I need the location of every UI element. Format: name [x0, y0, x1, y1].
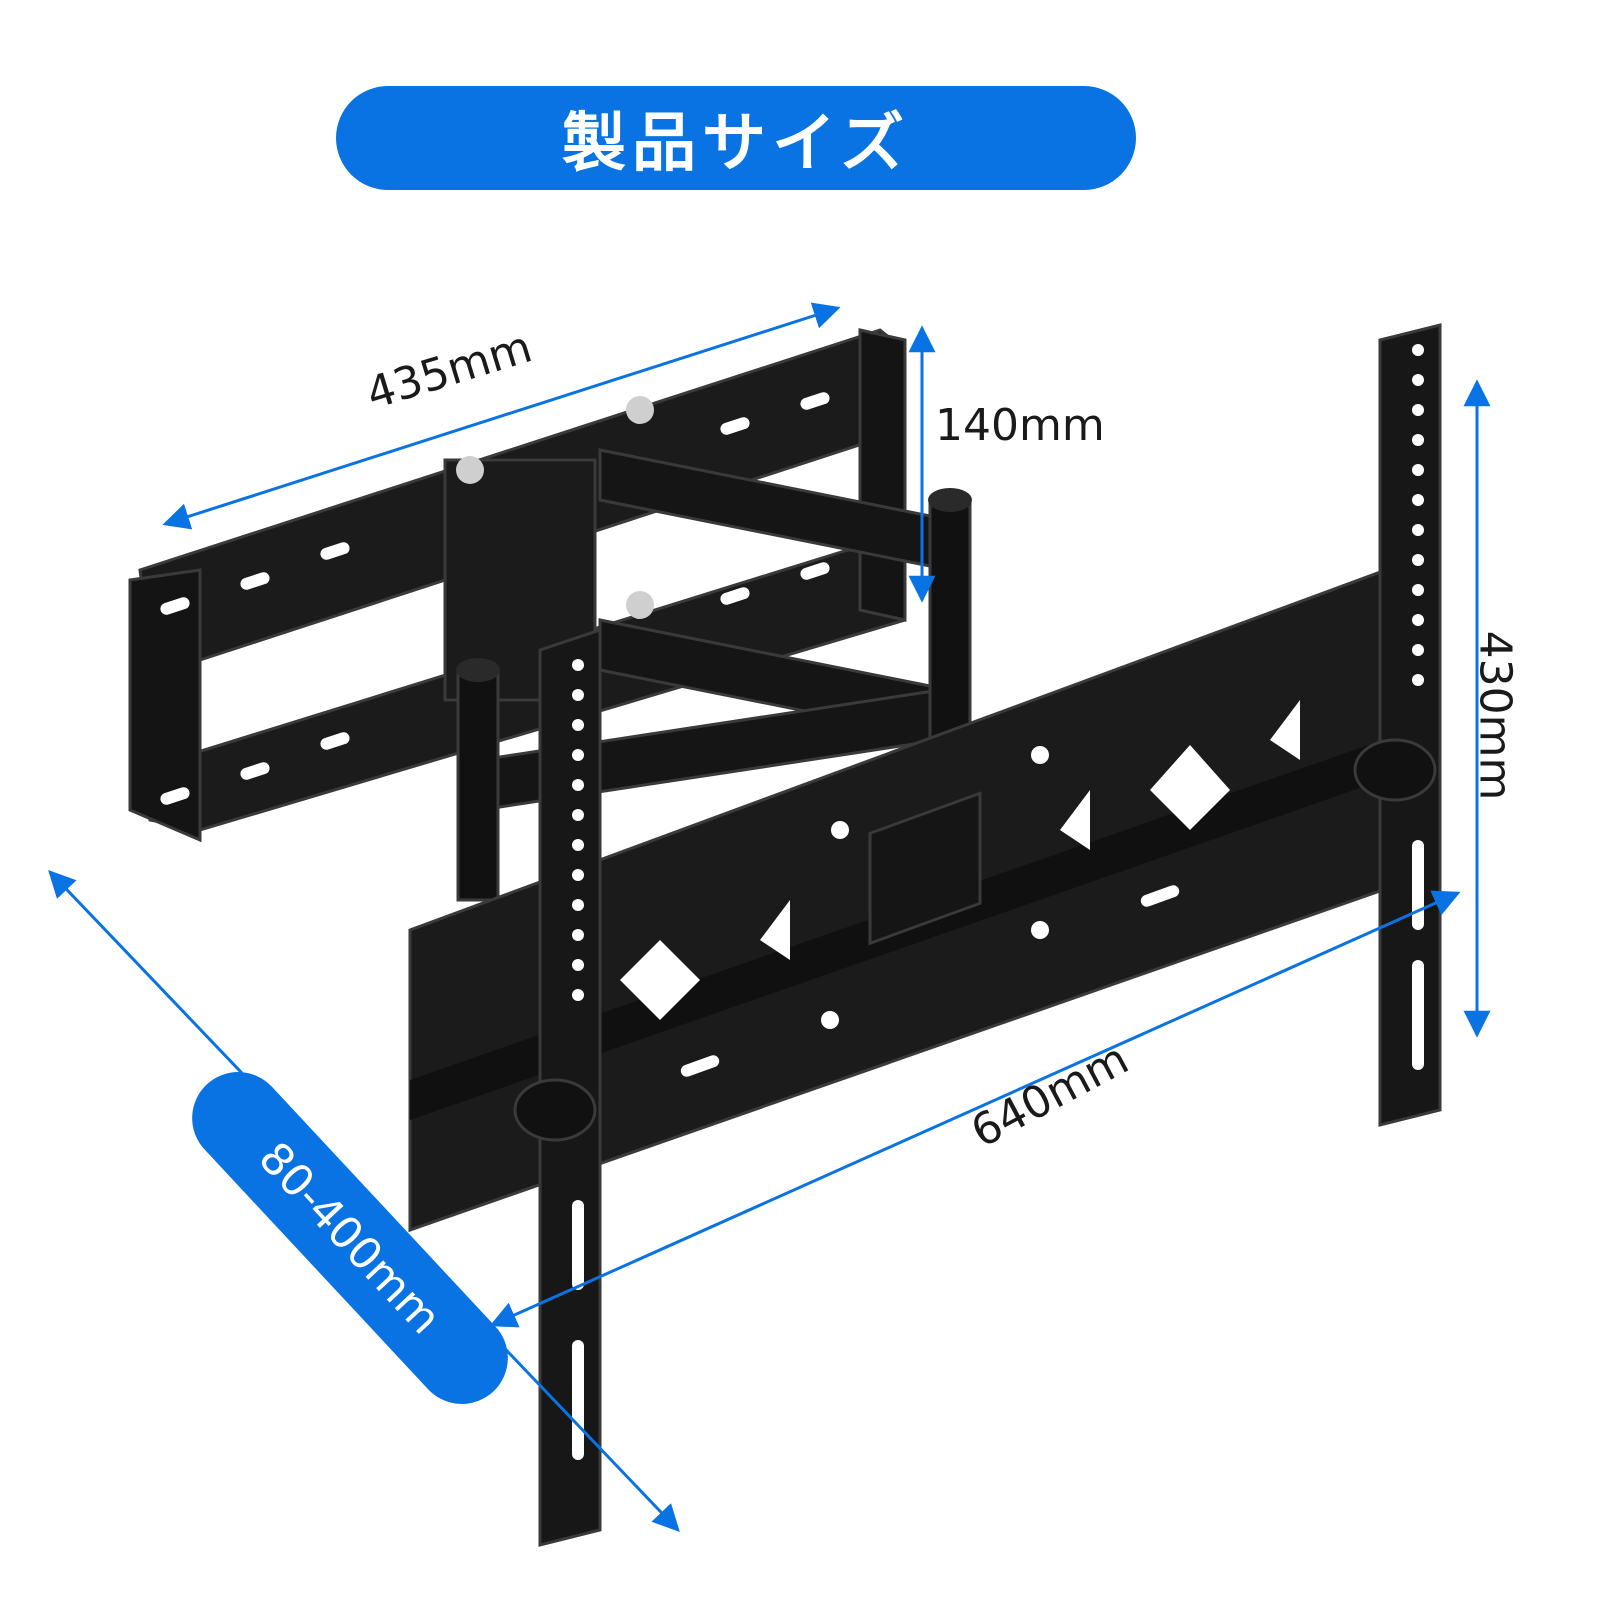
- title-text: 製品サイズ: [561, 107, 911, 181]
- label-140mm: 140mm: [935, 400, 1105, 451]
- title-banner: 製品サイズ: [336, 86, 1136, 190]
- label-430mm: 430mm: [1469, 630, 1521, 801]
- dim-line-435: [162, 302, 841, 530]
